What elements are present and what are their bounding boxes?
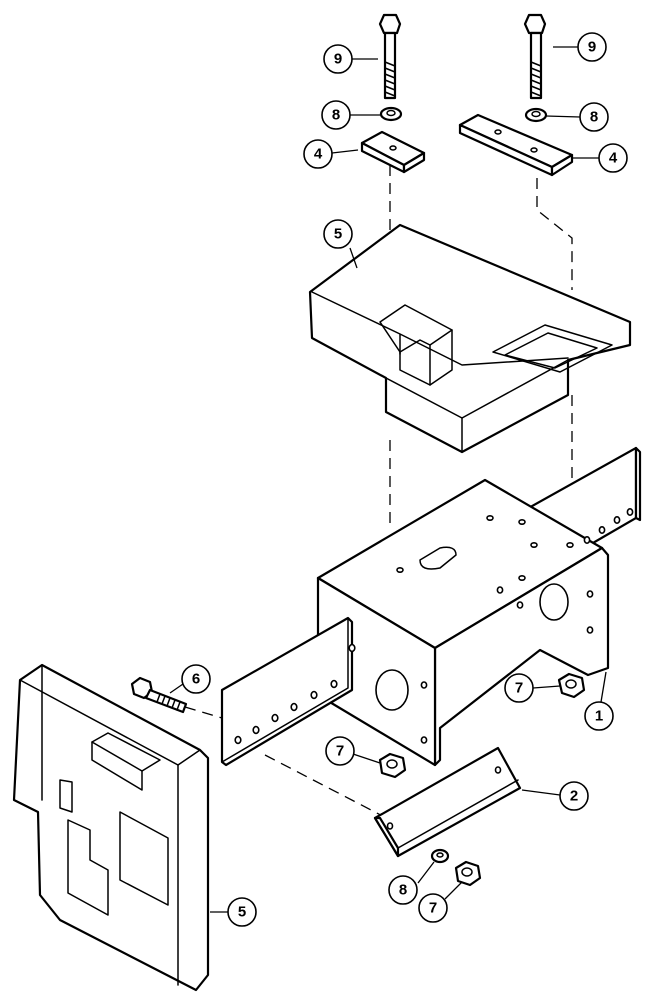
svg-text:1: 1	[595, 708, 603, 725]
callout-9-right: 9	[577, 32, 607, 62]
svg-text:7: 7	[336, 743, 344, 760]
callout-8-bottom: 8	[388, 875, 418, 905]
bolt-right	[523, 13, 547, 100]
plate-small	[360, 130, 426, 174]
callout-9-left: 9	[323, 44, 353, 74]
angle-bracket	[373, 746, 522, 858]
callout-7-center: 7	[325, 736, 355, 766]
svg-text:4: 4	[314, 146, 323, 163]
callout-5-front: 5	[227, 897, 257, 927]
svg-text:5: 5	[238, 904, 246, 921]
callout-2: 2	[559, 781, 589, 811]
nut-bottom	[454, 860, 482, 887]
svg-text:8: 8	[399, 882, 407, 899]
callout-4-right: 4	[598, 143, 628, 173]
svg-text:9: 9	[334, 51, 342, 68]
svg-text:7: 7	[515, 680, 523, 697]
nut-right	[557, 672, 586, 699]
callout-8-left: 8	[321, 100, 351, 130]
side-bolt	[130, 676, 188, 714]
svg-text:6: 6	[192, 671, 200, 688]
lock-washer-left	[379, 106, 403, 122]
callout-5-top: 5	[323, 219, 353, 249]
callout-7-right: 7	[504, 673, 534, 703]
callout-7-bottom: 7	[418, 893, 448, 923]
counterweight-front	[12, 663, 210, 992]
callout-4-left: 4	[303, 139, 333, 169]
svg-text:8: 8	[590, 109, 598, 126]
callout-1: 1	[584, 701, 614, 731]
hitch-bracket	[220, 446, 642, 767]
svg-text:7: 7	[429, 900, 437, 917]
counterweight-top	[308, 223, 632, 454]
svg-text:9: 9	[588, 39, 596, 56]
svg-text:5: 5	[334, 226, 342, 243]
callout-8-right: 8	[579, 102, 609, 132]
nut-center	[378, 752, 407, 779]
callout-6: 6	[181, 664, 211, 694]
lock-washer-right	[524, 107, 548, 123]
bolt-left	[378, 13, 402, 100]
svg-text:4: 4	[609, 150, 618, 167]
svg-text:2: 2	[570, 788, 578, 805]
lock-washer-bottom	[430, 848, 450, 864]
plate-long	[458, 113, 574, 177]
leader-lines	[169, 46, 607, 913]
svg-text:8: 8	[332, 107, 340, 124]
